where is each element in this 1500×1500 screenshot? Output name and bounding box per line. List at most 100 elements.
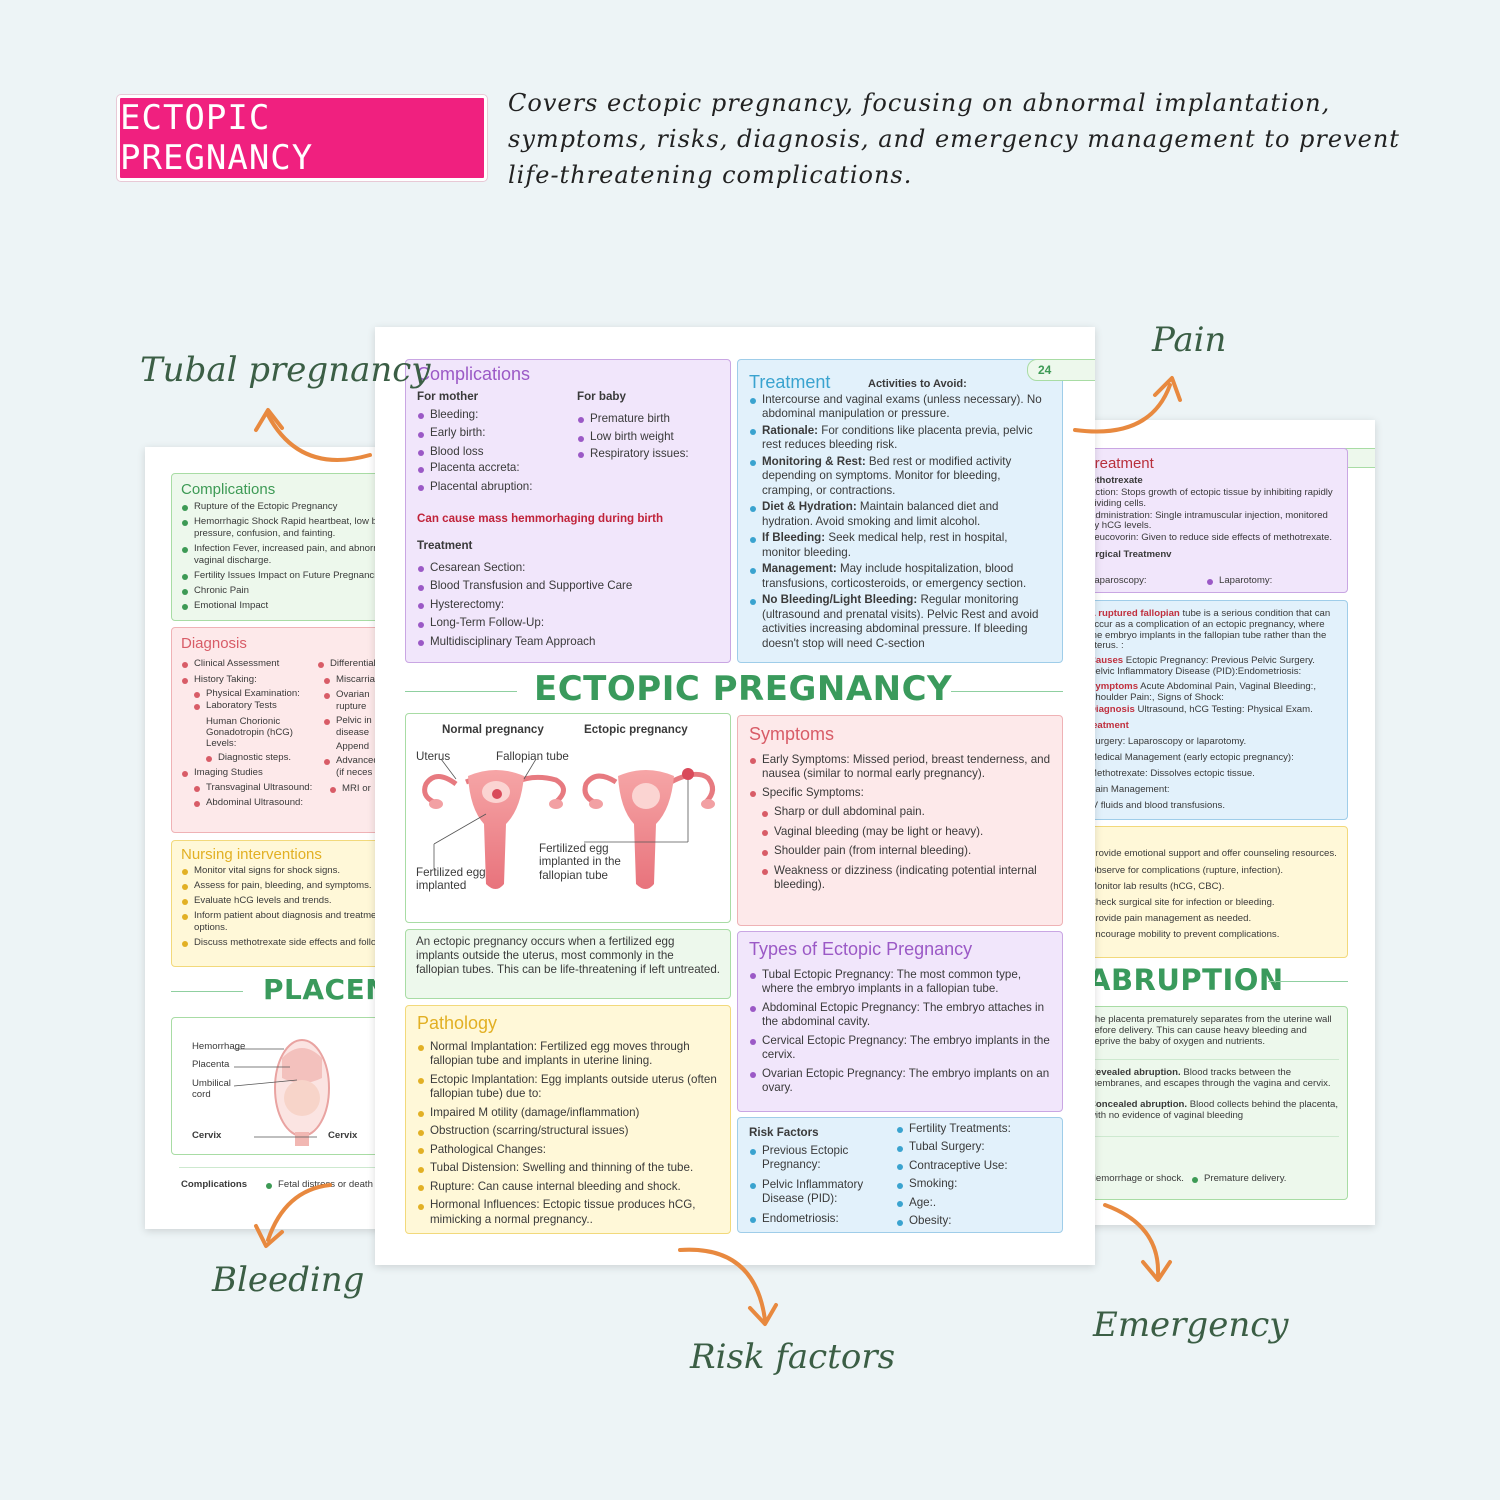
callout-risk-factors: Risk factors [690, 1337, 896, 1377]
methotrexate-line: Action: Stops growth of ectopic tissue b… [1089, 487, 1333, 509]
list-item: Vaginal bleeding (may be light or heavy)… [761, 825, 1052, 839]
hemorrhage-label: Hemorrhage [192, 1041, 246, 1052]
title-badge: ECTOPIC PREGNANCY [117, 95, 487, 181]
definition-box: An ectopic pregnancy occurs when a ferti… [405, 929, 731, 999]
list-item: Obesity: [896, 1214, 1056, 1228]
list-item: Placental abruption: [417, 480, 567, 494]
arrow-bleeding-head [254, 1224, 284, 1248]
complications-heading: Complications [417, 364, 531, 384]
list-item: Premature delivery. [1191, 1173, 1286, 1185]
diagnosis-left-col: Clinical Assessment History Taking: Phys… [181, 658, 316, 809]
nursing-line: Observe for complications (rupture, infe… [1089, 864, 1284, 876]
symptoms-label: Symptoms [1089, 680, 1139, 692]
concealed-text: Concealed abruption. Blood collects behi… [1070, 1090, 1347, 1122]
list-item: If Bleeding: Seek medical help, rest in … [749, 531, 1049, 560]
divider [179, 1167, 395, 1168]
treatment-item-label: Diet & Hydration: [762, 500, 857, 514]
ruptured-symptoms: Symptoms Acute Abdominal Pain, Vaginal B… [1070, 678, 1347, 704]
list-item: Contraceptive Use: [896, 1159, 1056, 1173]
treatment-box: Treatment Activities to Avoid: Intercour… [737, 359, 1063, 663]
list-item: Tubal Distension: Swelling and thinning … [417, 1161, 724, 1175]
list-item: Placenta accreta: [417, 461, 567, 475]
methotrexate-line: Administration: Single intramuscular inj… [1089, 509, 1328, 532]
treatment-item-label: Rationale: [762, 423, 819, 437]
causes-label: Causes [1089, 655, 1124, 667]
symptoms-box: Symptoms Early Symptoms: Missed period, … [737, 715, 1063, 926]
list-item: Infection Fever, increased pain, and abn… [181, 543, 395, 567]
ruptured-text: tube is a serious condition that can occ… [1089, 608, 1331, 652]
list-item: Fertility Issues Impact on Future Pregna… [181, 570, 395, 582]
list-item: Differential [317, 658, 395, 670]
left-complications-heading: Complications [181, 481, 276, 498]
footer-complications-list: Fetal distress or death [265, 1179, 373, 1191]
treatment-label: Treatment [417, 539, 473, 552]
treatment-item-label: Monitoring & Rest: [762, 454, 866, 468]
diagnosis-list: Clinical Assessment History Taking: Phys… [181, 658, 316, 712]
ectopic-pregnancy-label: Ectopic pregnancy [584, 723, 688, 736]
list-item: Pelvic in [323, 715, 395, 727]
divider [171, 991, 243, 992]
mother-label: For mother [417, 390, 479, 403]
list-item: Pathological Changes: [417, 1143, 724, 1157]
list-item: Cesarean Section: [417, 561, 717, 575]
list-item: Fertility Treatments: [896, 1122, 1056, 1136]
treatment-item-text: Maintain balanced diet and hydration. Av… [762, 500, 999, 528]
symptoms-text: Acute Abdominal Pain, Vaginal Bleeding:,… [1089, 680, 1317, 703]
treatment-item-label: Management: [762, 562, 837, 576]
nursing-line: Monitor lab results (hCG, CBC). [1089, 880, 1225, 892]
ruptured-treatment-line: Surgery: Laparoscopy or laparotomy. [1089, 736, 1247, 748]
concealed-label: Concealed abruption. [1089, 1099, 1188, 1111]
placenta-figure-box: Hemorrhage Placenta Umbilical cord Cervi… [171, 1017, 395, 1155]
ruptured-treatment-line: Methotrexate: Dissolves ectopic tissue. [1089, 768, 1255, 780]
divider [951, 691, 1063, 692]
laparoscopy-text: Laparoscopy: [1089, 575, 1147, 586]
left-nursing-list: Monitor vital signs for shock signs. Ass… [172, 865, 395, 949]
diagnosis-right-list-3: Advanced [317, 755, 395, 767]
fallopian-tube-label: Fallopian tube [496, 750, 569, 763]
list-item: Fetal distress or death [265, 1179, 373, 1191]
divider [405, 691, 517, 692]
abruption-intro: The placenta prematurely separates from … [1089, 1014, 1332, 1047]
list-item: Abdominal Ultrasound: [193, 797, 316, 809]
right-treatment-box: Treatment Methotrexate Action: Stops gro… [1070, 448, 1348, 593]
arrow-tubal-head [254, 408, 284, 432]
list-item: Diagnostic steps. [205, 752, 316, 764]
list-item: Monitoring & Rest: Bed rest or modified … [749, 455, 1049, 498]
list-item: Evaluate hCG levels and trends. [181, 895, 395, 907]
list-item: Low birth weight [577, 430, 727, 444]
hemorrhage-warning: Can cause mass hemmorhaging during birth [417, 512, 664, 525]
list-item: Pelvic Inflammatory Disease (PID): [749, 1178, 889, 1207]
baby-label: For baby [577, 390, 626, 403]
pathology-heading: Pathology [417, 1013, 498, 1033]
list-item: Bleeding: [417, 408, 567, 422]
treatment-item-label: If Bleeding: [762, 531, 826, 545]
diagnosis-text: Ultrasound, hCG Testing: Physical Exam. [1134, 703, 1313, 715]
divider [1268, 981, 1348, 982]
list-item: Intercourse and vaginal exams (unless ne… [749, 393, 1049, 422]
treatment-item-text: For conditions like placenta previa, pel… [762, 423, 1033, 452]
list-item: Respiratory issues: [577, 447, 727, 461]
arrow-pain-head [1153, 376, 1182, 402]
ruptured-treatment-line: Medical Management (early ectopic pregna… [1089, 752, 1294, 764]
treatment-item-text: Intercourse and vaginal exams (unless ne… [762, 393, 1042, 421]
ruptured-diagnosis: Diagnosis Ultrasound, hCG Testing: Physi… [1070, 704, 1347, 716]
list-item: Rupture: Can cause internal bleeding and… [417, 1180, 724, 1194]
main-page: Complications For mother Bleeding: Early… [375, 327, 1095, 1265]
list-item: History Taking: [181, 674, 316, 686]
left-complications-box: Complications Rupture of the Ectopic Pre… [171, 473, 395, 621]
list-item: Tubal Ectopic Pregnancy: The most common… [749, 968, 1052, 997]
list-item: Cervical Ectopic Pregnancy: The embryo i… [749, 1034, 1052, 1063]
list-item: Tubal Surgery: [896, 1140, 1056, 1154]
uterus-illustration [422, 758, 715, 889]
left-diagnosis-heading: Diagnosis [181, 635, 247, 652]
placenta-illustration [233, 1037, 395, 1146]
risk-right-list: Fertility Treatments: Tubal Surgery: Con… [896, 1122, 1056, 1229]
nursing-line: Provide emotional support and offer coun… [1089, 848, 1337, 859]
list-item: Premature birth [577, 412, 727, 426]
arrow-emergency-head [1141, 1260, 1172, 1282]
cord-label: Umbilical cord [192, 1078, 231, 1100]
ruptured-treatment-line: IV fluids and blood transfusions. [1089, 800, 1225, 812]
fertilized-egg-label: Fertilized egg implanted [416, 866, 486, 893]
definition-text: An ectopic pregnancy occurs when a ferti… [416, 935, 720, 976]
callout-pain: Pain [1152, 320, 1227, 360]
